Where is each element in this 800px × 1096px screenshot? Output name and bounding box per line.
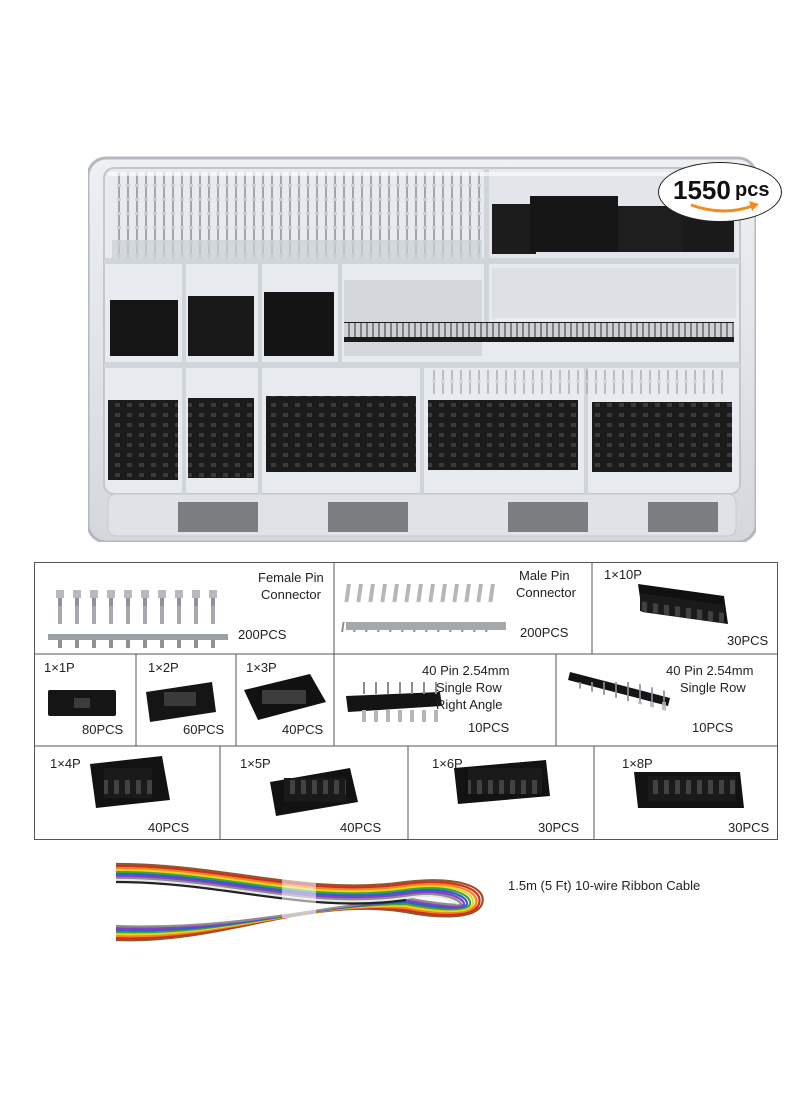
1x1-qty: 80PCS [82,722,124,737]
cable-tie [282,878,316,918]
1x5-name: 1×5P [240,756,271,771]
1x4-qty: 40PCS [148,820,190,835]
ribbon-cable-label: 1.5m (5 Ft) 10-wire Ribbon Cable [508,878,701,893]
1x3-qty: 40PCS [282,722,324,737]
1x10-connector-image [638,584,728,624]
1x8-qty: 30PCS [728,820,770,835]
organizer-box-image [88,156,756,542]
ra-header-line1: 40 Pin 2.54mm [422,663,510,678]
1x6-name: 1×6P [432,756,463,771]
badge-unit: pcs [735,179,770,201]
badge-count: 1550 [673,175,731,205]
1x6-qty: 30PCS [538,820,580,835]
component-grid [34,562,778,840]
ra-header-qty: 10PCS [468,720,510,735]
male-pin-name-2: Connector [516,585,576,600]
grid-lines [34,562,778,840]
1x8-name: 1×8P [622,756,653,771]
st-header-line2: Single Row [680,680,746,695]
arrow-swoosh-icon [690,201,759,213]
female-pin-name-1: Female Pin [258,570,324,585]
1x2-name: 1×2P [148,660,179,675]
female-pin-name-2: Connector [261,587,321,602]
male-pin-image [340,584,506,632]
male-pin-qty: 200PCS [520,625,569,640]
1x4-name: 1×4P [50,756,81,771]
piece-count-badge: 1550 pcs [658,162,782,222]
right-angle-header-image [346,666,442,730]
female-pin-qty: 200PCS [238,627,287,642]
straight-header-image [568,666,670,712]
ra-header-line2: Single Row [436,680,502,695]
1x10-name: 1×10P [604,567,642,582]
1x2-qty: 60PCS [183,722,225,737]
1x3-name: 1×3P [246,660,277,675]
st-header-qty: 10PCS [692,720,734,735]
female-pin-image [48,590,228,648]
ra-header-line3: Right Angle [436,697,503,712]
1x10-qty: 30PCS [727,633,769,648]
st-header-line1: 40 Pin 2.54mm [666,663,754,678]
1x1-name: 1×1P [44,660,75,675]
ribbon-cable-image [115,862,484,942]
male-pin-name-1: Male Pin [519,568,570,583]
1x5-qty: 40PCS [340,820,382,835]
